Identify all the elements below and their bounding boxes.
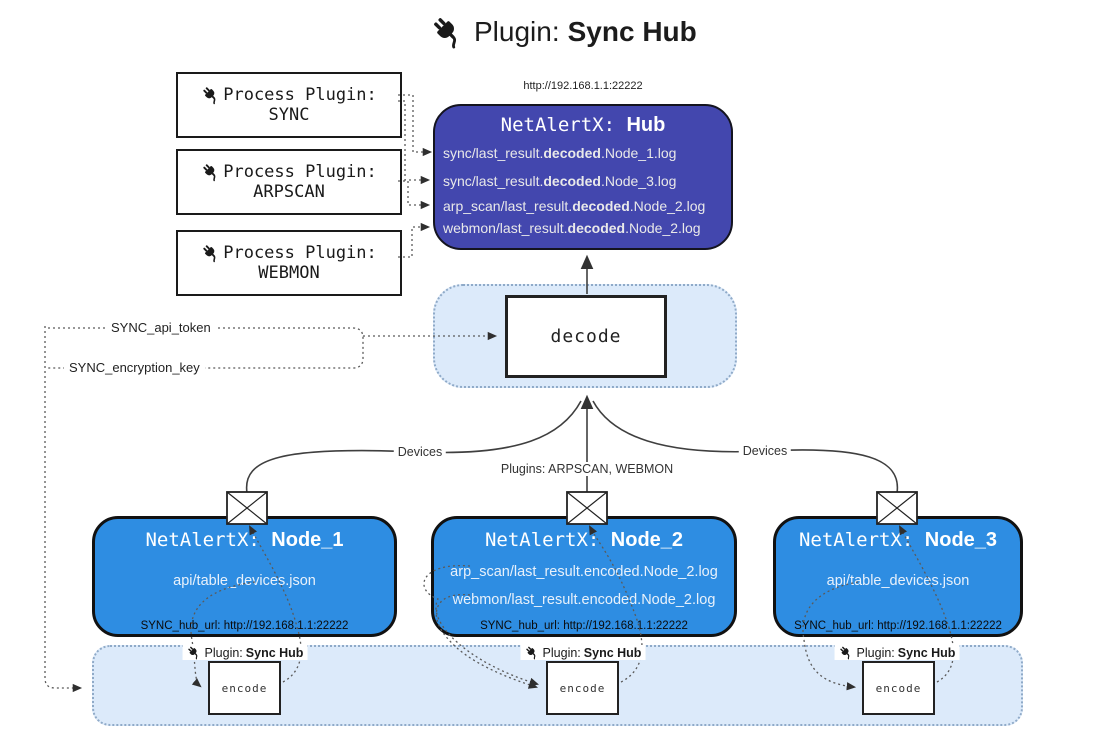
encode-plugin-label: Plugin: Sync Hub [182, 645, 308, 660]
envelope-icon [226, 491, 268, 525]
encode-box: encode [208, 661, 281, 715]
hub-title: NetAlertX: Hub [500, 114, 666, 136]
hub-url-label: http://192.168.1.1:22222 [523, 80, 643, 92]
process-plugin-name: ARPSCAN [253, 182, 325, 202]
plug-icon [187, 645, 202, 660]
plugins-label-center: Plugins: ARPSCAN, WEBMON [496, 462, 678, 476]
encode-box: encode [546, 661, 619, 715]
edge-settings-to-encode-band [44, 326, 83, 693]
netalertx-node3-box: NetAlertX: Node_3 api/table_devices.json… [773, 516, 1023, 637]
node-title: NetAlertX: Node_1 [145, 529, 344, 551]
node-title: NetAlertX: Node_2 [484, 529, 684, 551]
edge-webmon-to-hub [398, 222, 431, 258]
netalertx-node1-box: NetAlertX: Node_1 api/table_devices.json… [92, 516, 397, 637]
process-plugin-webmon-box: Process Plugin: WEBMON [176, 230, 402, 296]
plug-icon [430, 14, 466, 50]
hub-log-line: sync/last_result.decoded.Node_1.log [443, 145, 677, 161]
encode-plugin-label: Plugin: Sync Hub [520, 645, 646, 660]
node-hub-url: SYNC_hub_url: http://192.168.1.1:22222 [140, 620, 349, 632]
process-plugin-sync-box: Process Plugin: SYNC [176, 72, 402, 138]
plug-icon [525, 645, 540, 660]
encode-box: encode [862, 661, 935, 715]
page-title-name: Sync Hub [567, 16, 697, 47]
devices-label-right: Devices [738, 444, 792, 458]
node-file-line: api/table_devices.json [173, 573, 316, 589]
envelope-icon [566, 491, 608, 525]
node-hub-url: SYNC_hub_url: http://192.168.1.1:22222 [794, 620, 1002, 632]
sync-api-token-label: SYNC_api_token [106, 320, 216, 335]
process-plugin-label: Process Plugin: [223, 85, 377, 105]
plug-icon [839, 645, 854, 660]
envelope-icon [876, 491, 918, 525]
node-title: NetAlertX: Node_3 [798, 529, 998, 551]
page-title-prefix: Plugin: [474, 16, 560, 47]
node-hub-url: SYNC_hub_url: http://192.168.1.1:22222 [480, 620, 688, 632]
sync-encryption-key-label: SYNC_encryption_key [64, 360, 205, 375]
process-plugin-label: Process Plugin: [223, 162, 377, 182]
hub-log-line: sync/last_result.decoded.Node_3.log [443, 173, 677, 189]
node-file-line: arp_scan/last_result.encoded.Node_2.log [450, 564, 718, 580]
page-title: Plugin: Sync Hub [430, 14, 697, 50]
plug-icon [201, 85, 221, 105]
encode-plugin-label: Plugin: Sync Hub [834, 645, 960, 660]
devices-label-left: Devices [393, 445, 447, 459]
netalertx-hub-box: NetAlertX: Hub sync/last_result.decoded.… [433, 104, 733, 250]
hub-log-line: webmon/last_result.decoded.Node_2.log [443, 220, 701, 236]
plug-icon [201, 162, 221, 182]
process-plugin-arpscan-box: Process Plugin: ARPSCAN [176, 149, 402, 215]
plug-icon [201, 243, 221, 263]
node-file-line: webmon/last_result.encoded.Node_2.log [452, 592, 716, 608]
netalertx-node2-box: NetAlertX: Node_2 arp_scan/last_result.e… [431, 516, 737, 637]
process-plugin-name: WEBMON [258, 263, 320, 283]
hub-log-line: arp_scan/last_result.decoded.Node_2.log [443, 198, 706, 214]
node-file-line: api/table_devices.json [826, 573, 970, 589]
edge-arpscan-to-hub [398, 180, 431, 210]
edge-sync-to-hub-1 [398, 94, 433, 157]
process-plugin-name: SYNC [268, 105, 310, 125]
decode-box: decode [505, 295, 667, 378]
edge-sync-to-hub-2 [398, 100, 431, 185]
process-plugin-label: Process Plugin: [223, 243, 377, 263]
